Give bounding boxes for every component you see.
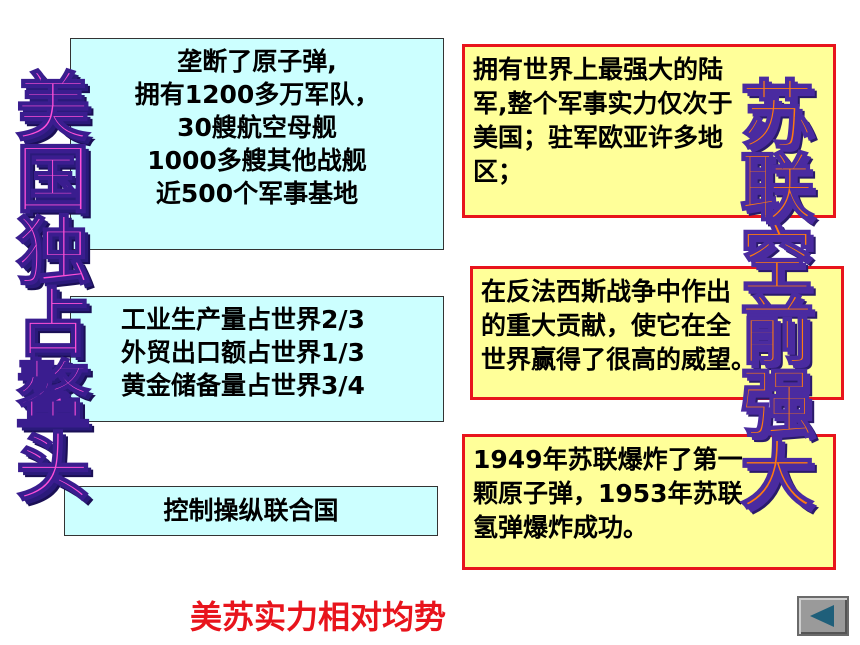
ussr-title-char: 苏 — [739, 73, 815, 159]
back-button[interactable] — [797, 596, 849, 636]
ussr-military-line: 军,整个军事实力仅次于 — [473, 89, 733, 118]
us-title-char: 国 — [15, 137, 91, 223]
ussr-title-char: 强 — [739, 361, 815, 447]
us-military-line: 30艘航空母舰 — [177, 113, 337, 142]
ussr-title-char: 前 — [739, 289, 815, 375]
back-arrow-icon — [810, 605, 834, 627]
ussr-military-line: 拥有世界上最强大的陆 — [473, 55, 724, 84]
us-title-char: 占 — [15, 281, 91, 367]
ussr-military-line: 区； — [473, 157, 524, 186]
us-economy-line: 工业生产量占世界2/3 — [121, 305, 365, 334]
ussr-prestige-line: 在反法西斯战争中作出 — [481, 277, 732, 306]
us-vertical-title: 美 国 独 占 鳌 头 — [15, 65, 91, 511]
ussr-prestige-line: 的重大贡献，使它在全 — [481, 311, 732, 340]
us-economy-line: 黄金储备量占世界3/4 — [121, 371, 365, 400]
us-title-char: 独 — [15, 209, 91, 295]
ussr-nuclear-line: 氢弹爆炸成功。 — [473, 513, 649, 542]
ussr-vertical-title: 苏 联 空 前 强 大 — [739, 73, 815, 519]
ussr-military-line: 美国；驻军欧亚许多地 — [473, 123, 724, 152]
us-un-line: 控制操纵联合国 — [163, 496, 339, 525]
us-box-military: 垄断了原子弹, 拥有1200多万军队， 30艘航空母舰 1000多艘其他战舰 近… — [70, 38, 444, 250]
ussr-nuclear-line: 1949年苏联爆炸了第一 — [473, 445, 743, 474]
ussr-title-char: 联 — [739, 145, 815, 231]
ussr-title-char: 空 — [739, 217, 815, 303]
us-box-un: 控制操纵联合国 — [64, 486, 438, 536]
us-military-line: 垄断了原子弹, — [177, 47, 337, 76]
us-military-line: 1000多艘其他战舰 — [147, 146, 367, 175]
us-title-char: 美 — [15, 65, 91, 151]
us-military-line: 拥有1200多万军队， — [134, 80, 380, 109]
bottom-title: 美苏实力相对均势 — [190, 598, 447, 636]
ussr-box-nuclear: 1949年苏联爆炸了第一 颗原子弹，1953年苏联 氢弹爆炸成功。 — [462, 434, 836, 570]
ussr-prestige-line: 世界赢得了很高的威望。 — [481, 345, 757, 374]
ussr-box-prestige: 在反法西斯战争中作出 的重大贡献，使它在全 世界赢得了很高的威望。 — [470, 266, 844, 400]
us-title-char: 鳌 — [15, 353, 91, 439]
us-title-char: 头 — [15, 425, 91, 511]
us-military-line: 近500个军事基地 — [155, 179, 359, 208]
us-economy-line: 外贸出口额占世界1/3 — [121, 338, 365, 367]
us-box-economy: 工业生产量占世界2/3 外贸出口额占世界1/3 黄金储备量占世界3/4 — [70, 296, 444, 422]
ussr-nuclear-line: 颗原子弹，1953年苏联 — [473, 479, 743, 508]
ussr-box-military: 拥有世界上最强大的陆 军,整个军事实力仅次于 美国；驻军欧亚许多地 区； — [462, 44, 836, 218]
ussr-title-char: 大 — [739, 433, 815, 519]
